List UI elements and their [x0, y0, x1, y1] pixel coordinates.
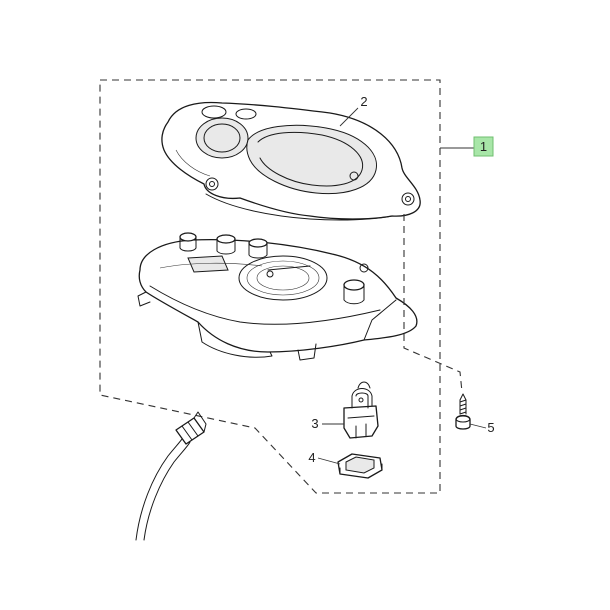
- screw[interactable]: [455, 393, 471, 430]
- grommet[interactable]: [337, 453, 383, 479]
- leader-2: [339, 107, 359, 127]
- leader-5: [469, 423, 487, 429]
- callout-1-highlight: [473, 136, 494, 157]
- meter-housing[interactable]: [137, 232, 418, 361]
- assembly-boundary: [99, 79, 441, 494]
- meter-cover[interactable]: [161, 101, 421, 221]
- callout-2[interactable]: 2: [360, 94, 367, 109]
- callout-4[interactable]: 4: [308, 450, 315, 465]
- callout-3[interactable]: 3: [311, 416, 318, 431]
- callout-1[interactable]: 1: [480, 139, 487, 154]
- bulb-socket[interactable]: [343, 381, 379, 439]
- leader-4: [317, 457, 341, 465]
- wire-harness[interactable]: [135, 411, 207, 541]
- callout-5[interactable]: 5: [487, 420, 494, 435]
- screw-path: [403, 214, 463, 393]
